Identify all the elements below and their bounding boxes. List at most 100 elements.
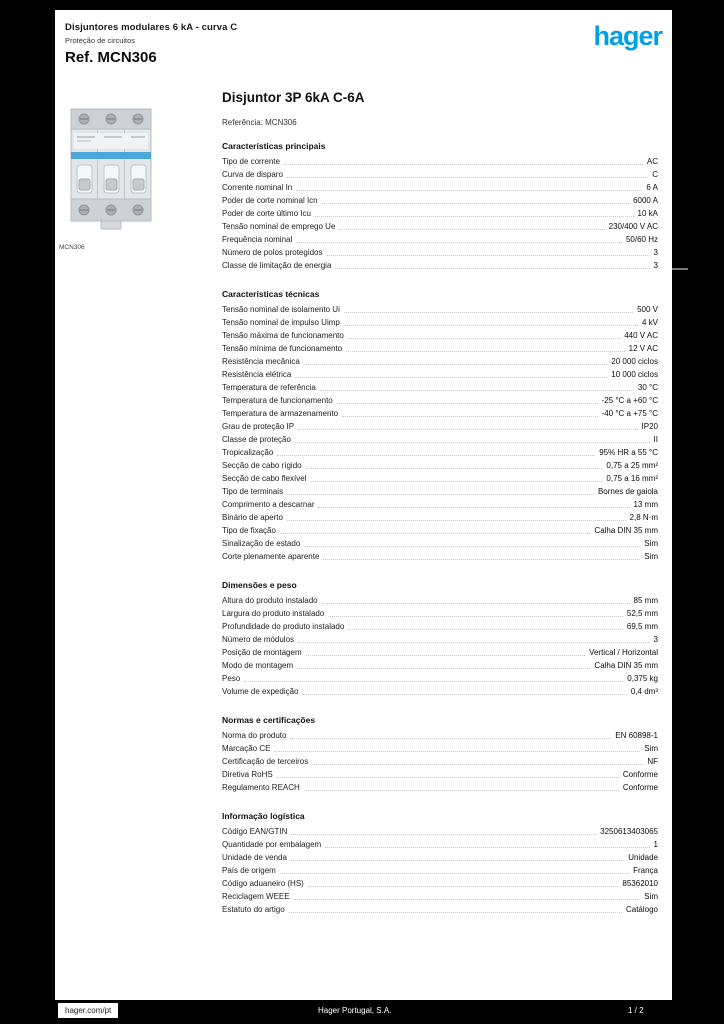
spec-row: Número de polos protegidos 3 bbox=[222, 246, 658, 259]
spec-value: -25 °C a +60 °C bbox=[601, 396, 658, 405]
leader-line bbox=[296, 190, 643, 191]
spec-label: Tensão nominal de isolamento Ui bbox=[222, 305, 340, 314]
spec-value: IP20 bbox=[641, 422, 658, 431]
leader-line bbox=[323, 559, 641, 560]
spec-label: Marcação CE bbox=[222, 744, 271, 753]
leader-line bbox=[339, 229, 605, 230]
spec-value: Sim bbox=[644, 552, 658, 561]
spec-label: Poder de corte último Icu bbox=[222, 209, 311, 218]
datasheet-page: Disjuntores modulares 6 kA - curva C Pro… bbox=[55, 10, 672, 1000]
spec-label: Temperatura de referência bbox=[222, 383, 316, 392]
leader-line bbox=[303, 364, 608, 365]
spec-row: Temperatura de referência 30 °C bbox=[222, 381, 658, 394]
leader-line bbox=[328, 616, 623, 617]
leader-line bbox=[296, 242, 622, 243]
spec-value: 3 bbox=[653, 248, 658, 257]
leader-line bbox=[277, 455, 596, 456]
spec-label: Tipo de corrente bbox=[222, 157, 280, 166]
leader-line bbox=[335, 268, 650, 269]
header-block: Disjuntores modulares 6 kA - curva C Pro… bbox=[65, 22, 237, 66]
leader-line bbox=[244, 681, 624, 682]
spec-label: Profundidade do produto instalado bbox=[222, 622, 345, 631]
spec-value: EN 60898-1 bbox=[615, 731, 658, 740]
spec-value: Sim bbox=[644, 539, 658, 548]
section-title: Informação logística bbox=[222, 811, 305, 821]
leader-line bbox=[305, 655, 586, 656]
leader-line bbox=[343, 325, 638, 326]
footer-company: Hager Portugal, S.A. bbox=[318, 1006, 392, 1015]
footer-page-number: 1 / 2 bbox=[628, 1006, 644, 1015]
product-family: Disjuntores modulares 6 kA - curva C bbox=[65, 22, 238, 33]
spec-row: Temperatura de armazenamento-40 °C a +75… bbox=[222, 407, 658, 420]
spec-label: Peso bbox=[222, 674, 241, 683]
leader-line bbox=[298, 429, 638, 430]
spec-label: Grau de proteção IP bbox=[222, 422, 295, 431]
spec-value: 69,5 mm bbox=[626, 622, 658, 631]
spec-label: Largura do produto instalado bbox=[222, 609, 325, 618]
spec-value: Conforme bbox=[622, 783, 658, 792]
leader-line bbox=[291, 834, 597, 835]
spec-label: Tensão nominal de impulso Uimp bbox=[222, 318, 340, 327]
product-title: Disjuntor 3P 6kA C-6A bbox=[222, 90, 365, 105]
spec-value: 13 mm bbox=[633, 500, 658, 509]
leader-line bbox=[304, 546, 641, 547]
leader-line bbox=[290, 860, 625, 861]
spec-value: 10 000 ciclos bbox=[611, 370, 658, 379]
footer-website-link[interactable]: hager.com/pt bbox=[58, 1003, 119, 1018]
spec-label: Número de polos protegidos bbox=[222, 248, 323, 257]
spec-row: Grau de proteção IP IP20 bbox=[222, 420, 658, 433]
leader-line bbox=[314, 216, 634, 217]
spec-label: Temperatura de funcionamento bbox=[222, 396, 333, 405]
spec-value: 0,75 a 16 mm² bbox=[606, 474, 658, 483]
leader-line bbox=[303, 790, 619, 791]
spec-label: Posição de montagem bbox=[222, 648, 302, 657]
leader-line bbox=[326, 255, 650, 256]
spec-value: 0,4 dm³ bbox=[630, 687, 658, 696]
leader-line bbox=[307, 886, 619, 887]
leader-line bbox=[274, 751, 641, 752]
spec-value: Calha DIN 35 mm bbox=[594, 526, 658, 535]
spec-label: Modo de montagem bbox=[222, 661, 294, 670]
spec-value: -40 °C a +75 °C bbox=[601, 409, 658, 418]
spec-value: 0,75 a 25 mm² bbox=[606, 461, 658, 470]
spec-value: 85 mm bbox=[633, 596, 658, 605]
spec-value: 30 °C bbox=[637, 383, 658, 392]
spec-value: 3250613403065 bbox=[600, 827, 658, 836]
leader-line bbox=[310, 481, 603, 482]
leader-line bbox=[318, 507, 630, 508]
spec-value: 6 A bbox=[646, 183, 658, 192]
spec-label: Tensão nominal de emprego Ue bbox=[222, 222, 336, 231]
product-photo bbox=[65, 95, 157, 237]
leader-line bbox=[293, 899, 641, 900]
spec-label: Frequência nominal bbox=[222, 235, 293, 244]
spec-label: Curva de disparo bbox=[222, 170, 283, 179]
spec-row: Profundidade do produto instalado 69,5 mm bbox=[222, 620, 658, 633]
leader-line bbox=[294, 442, 650, 443]
leader-line bbox=[325, 847, 650, 848]
mcb-product-image bbox=[70, 108, 152, 230]
leader-line bbox=[321, 603, 630, 604]
spec-row: Código aduaneiro (HS)85362010 bbox=[222, 877, 658, 890]
leader-line bbox=[286, 177, 649, 178]
leader-line bbox=[279, 533, 591, 534]
section-title: Dimensões e peso bbox=[222, 580, 297, 590]
spec-label: Secção de cabo rígido bbox=[222, 461, 302, 470]
leader-line bbox=[312, 764, 644, 765]
spec-value: Vertical / Horizontal bbox=[589, 648, 658, 657]
